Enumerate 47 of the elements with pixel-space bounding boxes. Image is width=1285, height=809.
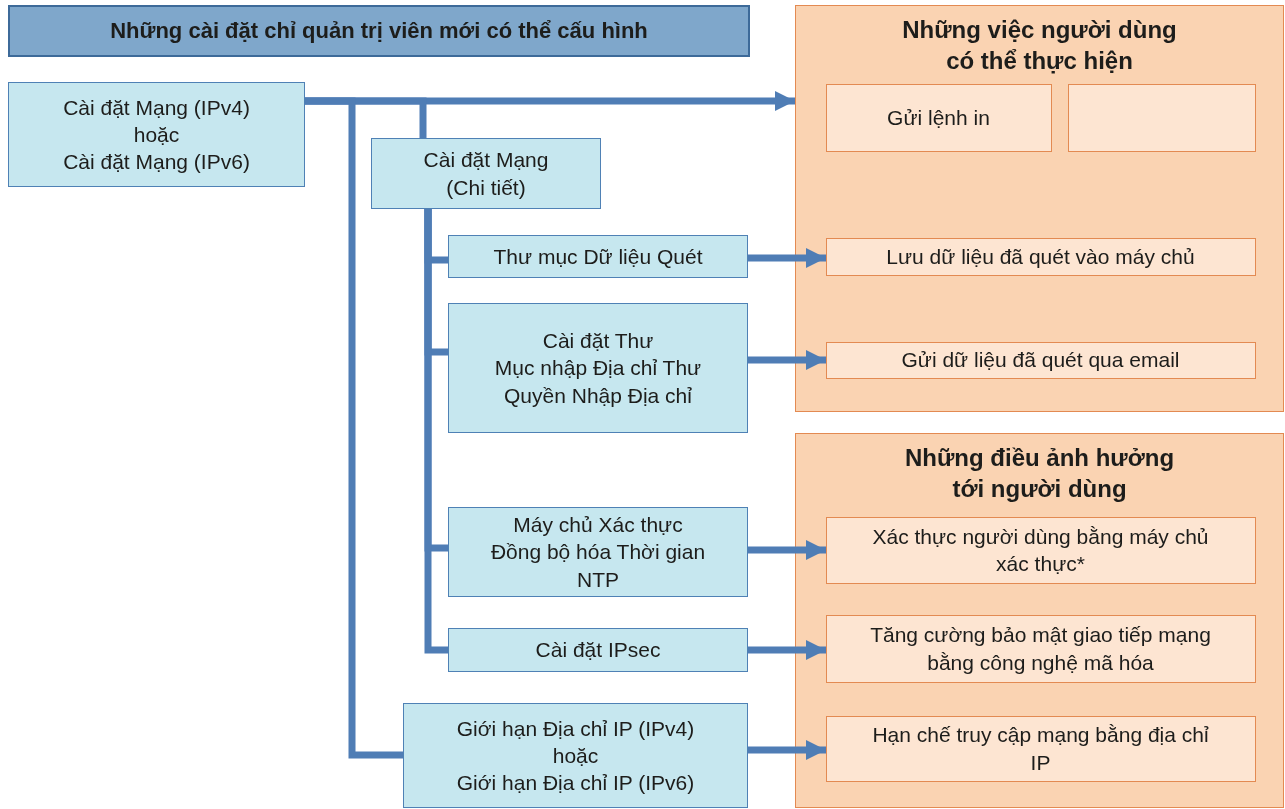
result-panel xyxy=(795,433,1284,808)
box-text: Cài đặt Thư xyxy=(542,328,654,355)
result-box xyxy=(825,83,1052,152)
box-text: Thư mục Dữ liệu Quét xyxy=(493,243,703,270)
arrow xyxy=(748,640,826,660)
settings-box xyxy=(371,138,601,209)
box-text: Giới hạn Địa chỉ IP (IPv4) xyxy=(456,715,695,742)
box-text: Những cài đặt chỉ quản trị viên mới có thể cấu hình xyxy=(110,16,648,45)
box-text: Cài đặt Mạng (IPv4) xyxy=(63,94,250,121)
box-text: Hạn chế truy cập mạng bằng địa chỉ IP xyxy=(871,722,1210,776)
connector-line xyxy=(305,97,403,759)
arrow xyxy=(748,540,826,560)
box-text: Giới hạn Địa chỉ IP (IPv6) xyxy=(456,770,695,797)
box-text: Cài đặt IPsec xyxy=(535,637,661,664)
box-text: Cài đặt Mạng (Chi tiết) xyxy=(422,147,550,201)
settings-box xyxy=(448,507,748,597)
result-box xyxy=(825,516,1256,584)
panel-heading: Những việc người dùng có thể thực hiện xyxy=(901,15,1178,77)
box-text: Đồng bộ hóa Thời gian NTP xyxy=(489,539,707,593)
arrow xyxy=(748,740,826,760)
box-text: Quyền Nhập Địa chỉ xyxy=(504,382,692,409)
box-text: Cài đặt Mạng (IPv6) xyxy=(63,149,250,176)
box-text: Máy chủ Xác thực xyxy=(513,512,683,539)
box-text: Tăng cường bảo mật giao tiếp mạng bằng công nghệ mã hóa xyxy=(869,622,1212,676)
empty-box xyxy=(1067,83,1256,152)
arrow xyxy=(748,248,826,268)
result-box xyxy=(825,614,1256,683)
connector-line xyxy=(424,209,448,654)
result-box xyxy=(825,237,1256,276)
box-text: Lưu dữ liệu đã quét vào máy chủ xyxy=(886,243,1195,270)
settings-box xyxy=(448,303,748,433)
box-text: Gửi lệnh in xyxy=(887,104,990,131)
arrow xyxy=(748,350,826,370)
box-text: hoặc xyxy=(552,742,599,769)
box-text: hoặc xyxy=(133,121,180,148)
result-box xyxy=(825,341,1256,379)
result-box xyxy=(825,715,1256,782)
title-band xyxy=(8,5,750,57)
settings-box xyxy=(403,703,748,808)
box-text: Xác thực người dùng bằng máy chủ xác thực* xyxy=(871,523,1210,577)
panel-heading: Những điều ảnh hưởng tới người dùng xyxy=(903,443,1176,505)
settings-box xyxy=(448,628,748,672)
settings-box xyxy=(448,235,748,278)
box-text: Mục nhập Địa chỉ Thư xyxy=(494,355,702,382)
settings-box xyxy=(8,82,305,187)
box-text: Gửi dữ liệu đã quét qua email xyxy=(901,347,1180,374)
result-panel xyxy=(795,5,1284,412)
